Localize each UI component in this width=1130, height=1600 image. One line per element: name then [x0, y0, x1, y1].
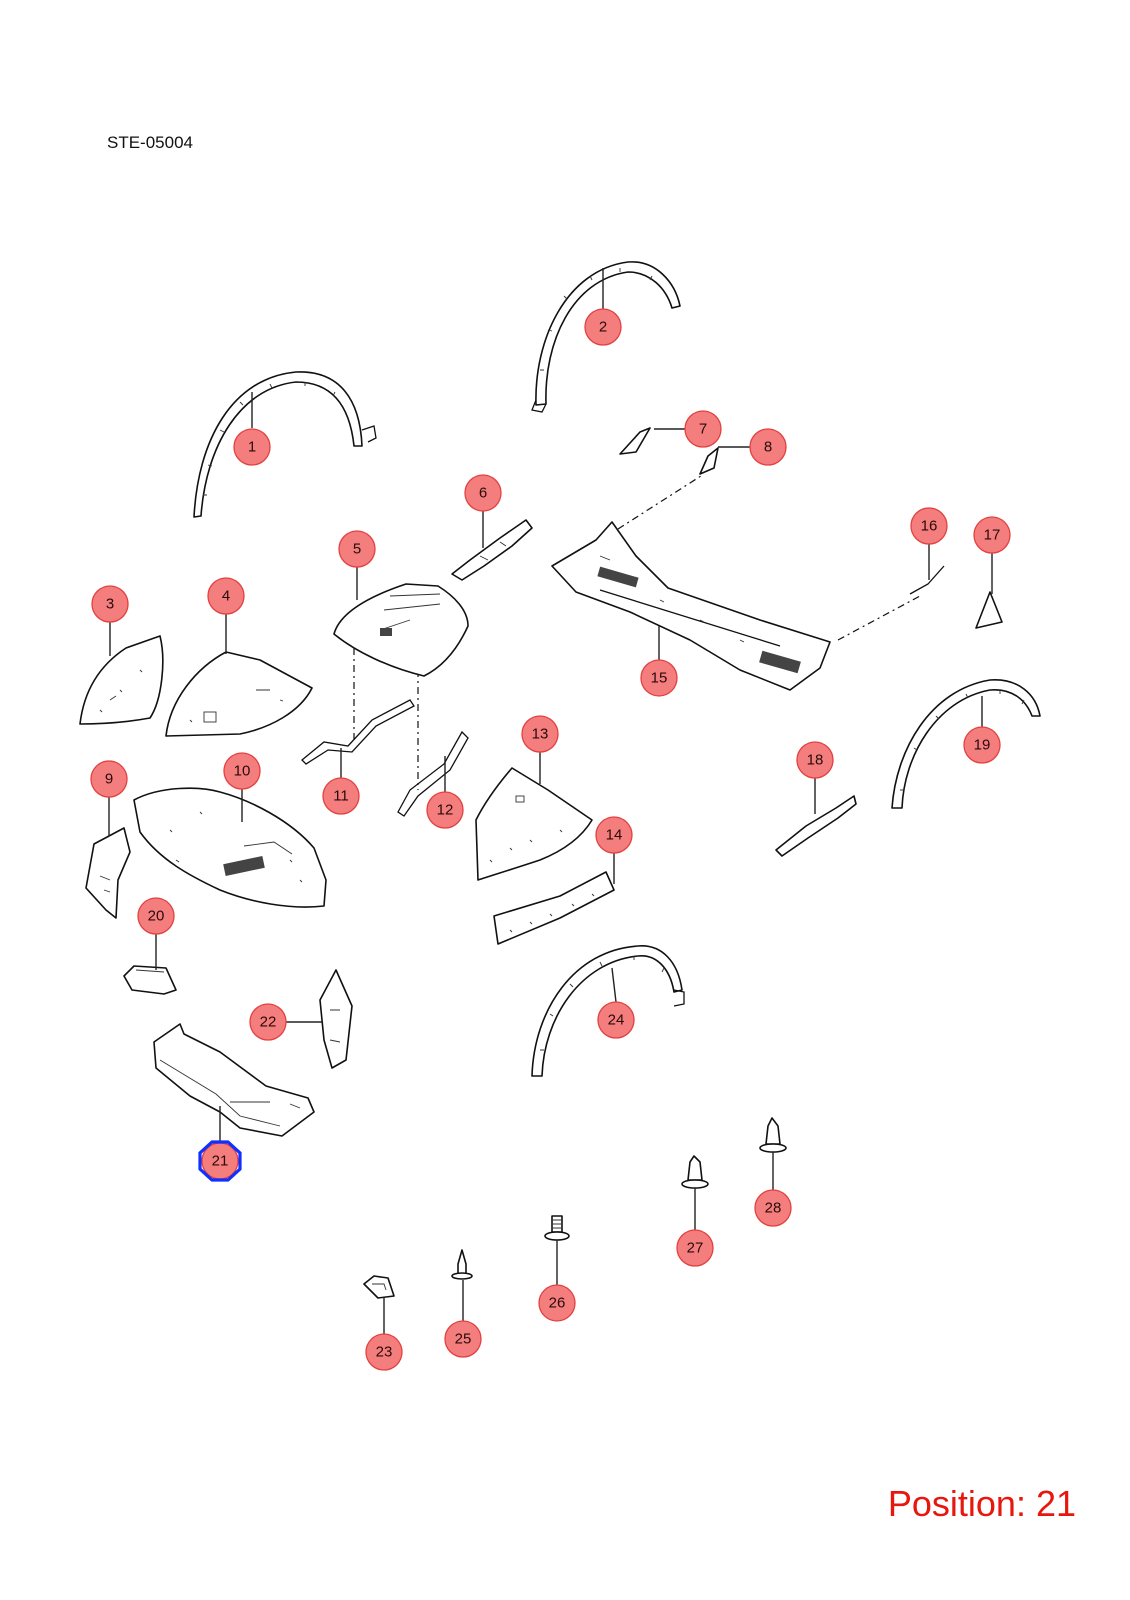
callout-4[interactable]: 4: [207, 577, 245, 615]
svg-text:4: 4: [222, 588, 230, 605]
callout-1[interactable]: 1: [233, 428, 271, 466]
svg-text:3: 3: [106, 596, 114, 613]
part-trim-17[interactable]: [975, 591, 1003, 629]
callout-13[interactable]: 13: [521, 715, 559, 753]
callout-6[interactable]: 6: [464, 474, 502, 512]
svg-text:20: 20: [148, 908, 165, 925]
svg-text:1: 1: [248, 439, 256, 456]
svg-text:21: 21: [212, 1153, 229, 1170]
part-bracket-9[interactable]: [85, 827, 131, 919]
svg-text:17: 17: [984, 527, 1001, 544]
svg-text:19: 19: [974, 737, 991, 754]
callout-10[interactable]: 10: [223, 752, 261, 790]
part-clip-7[interactable]: [619, 427, 651, 455]
svg-text:11: 11: [333, 788, 349, 805]
svg-text:28: 28: [765, 1200, 782, 1217]
part-bracket-18[interactable]: [775, 795, 857, 857]
position-label: Position: 21: [887, 1483, 1076, 1524]
leader-lines: [108, 268, 993, 1334]
callout-19[interactable]: 19: [963, 726, 1001, 764]
svg-text:16: 16: [921, 518, 938, 535]
part-air-duct-21[interactable]: [153, 1023, 315, 1137]
part-bracket-22[interactable]: [319, 969, 353, 1069]
part-strip-14[interactable]: [493, 871, 615, 945]
svg-text:14: 14: [606, 827, 623, 844]
callout-27[interactable]: 27: [676, 1229, 714, 1267]
callout-3[interactable]: 3: [91, 585, 129, 623]
diagram-code: STE-05004: [107, 133, 193, 152]
svg-text:27: 27: [687, 1240, 704, 1257]
svg-text:6: 6: [479, 485, 487, 502]
svg-text:22: 22: [260, 1014, 277, 1031]
part-bracket-6[interactable]: [451, 519, 533, 581]
callout-15[interactable]: 15: [640, 659, 678, 697]
svg-text:7: 7: [699, 421, 707, 438]
part-fastener-27[interactable]: [681, 1155, 709, 1189]
part-side-panel-3[interactable]: [79, 635, 164, 725]
svg-text:8: 8: [764, 439, 772, 456]
svg-text:25: 25: [455, 1331, 472, 1348]
part-clip-8[interactable]: [699, 447, 719, 475]
svg-text:24: 24: [608, 1012, 625, 1029]
part-push-pin-25[interactable]: [451, 1249, 473, 1280]
callout-5[interactable]: 5: [338, 530, 376, 568]
callout-26[interactable]: 26: [538, 1284, 576, 1322]
part-wheel-arch-right[interactable]: [531, 261, 681, 413]
svg-text:23: 23: [376, 1344, 393, 1361]
svg-text:18: 18: [807, 752, 824, 769]
svg-text:13: 13: [532, 726, 549, 743]
part-rail-12[interactable]: [397, 730, 469, 817]
callout-9[interactable]: 9: [90, 760, 128, 798]
callout-22[interactable]: 22: [249, 1003, 287, 1041]
part-bolt-26[interactable]: [544, 1215, 570, 1241]
part-rail-11[interactable]: [301, 699, 415, 765]
part-clip-23[interactable]: [363, 1275, 395, 1299]
callout-20[interactable]: 20: [137, 897, 175, 935]
callout-25[interactable]: 25: [444, 1320, 482, 1358]
part-wheel-arch-left[interactable]: [193, 371, 377, 518]
part-wheel-arch-19[interactable]: [891, 679, 1041, 809]
callout-21[interactable]: 21: [201, 1142, 239, 1180]
svg-text:26: 26: [549, 1295, 566, 1312]
svg-text:5: 5: [353, 541, 361, 558]
part-wheel-arch-24[interactable]: [531, 945, 685, 1077]
callout-24[interactable]: 24: [597, 1001, 635, 1039]
callout-28[interactable]: 28: [754, 1189, 792, 1227]
part-cowl-panel-15[interactable]: [551, 521, 831, 691]
callout-2[interactable]: 2: [584, 308, 622, 346]
svg-text:10: 10: [234, 763, 251, 780]
callout-12[interactable]: 12: [426, 791, 464, 829]
part-panel-13[interactable]: [475, 767, 593, 881]
part-cover-5[interactable]: [333, 583, 469, 677]
svg-text:9: 9: [105, 771, 113, 788]
callout-16[interactable]: 16: [910, 507, 948, 545]
part-side-panel-4[interactable]: [165, 651, 313, 737]
callout-18[interactable]: 18: [796, 741, 834, 779]
svg-text:12: 12: [437, 802, 454, 819]
callout-23[interactable]: 23: [365, 1333, 403, 1371]
part-block-20[interactable]: [123, 965, 177, 995]
callout-8[interactable]: 8: [749, 428, 787, 466]
svg-text:2: 2: [599, 319, 607, 336]
part-clip-16[interactable]: [909, 565, 945, 595]
callout-17[interactable]: 17: [973, 516, 1011, 554]
part-undertray-10[interactable]: [133, 787, 327, 908]
selected-callout-highlight: [198, 1140, 242, 1182]
callout-11[interactable]: 11: [322, 777, 360, 815]
part-fastener-28[interactable]: [759, 1117, 787, 1153]
svg-text:15: 15: [651, 670, 668, 687]
callout-14[interactable]: 14: [595, 816, 633, 854]
assembly-lines: [353, 473, 921, 790]
callout-7[interactable]: 7: [684, 410, 722, 448]
